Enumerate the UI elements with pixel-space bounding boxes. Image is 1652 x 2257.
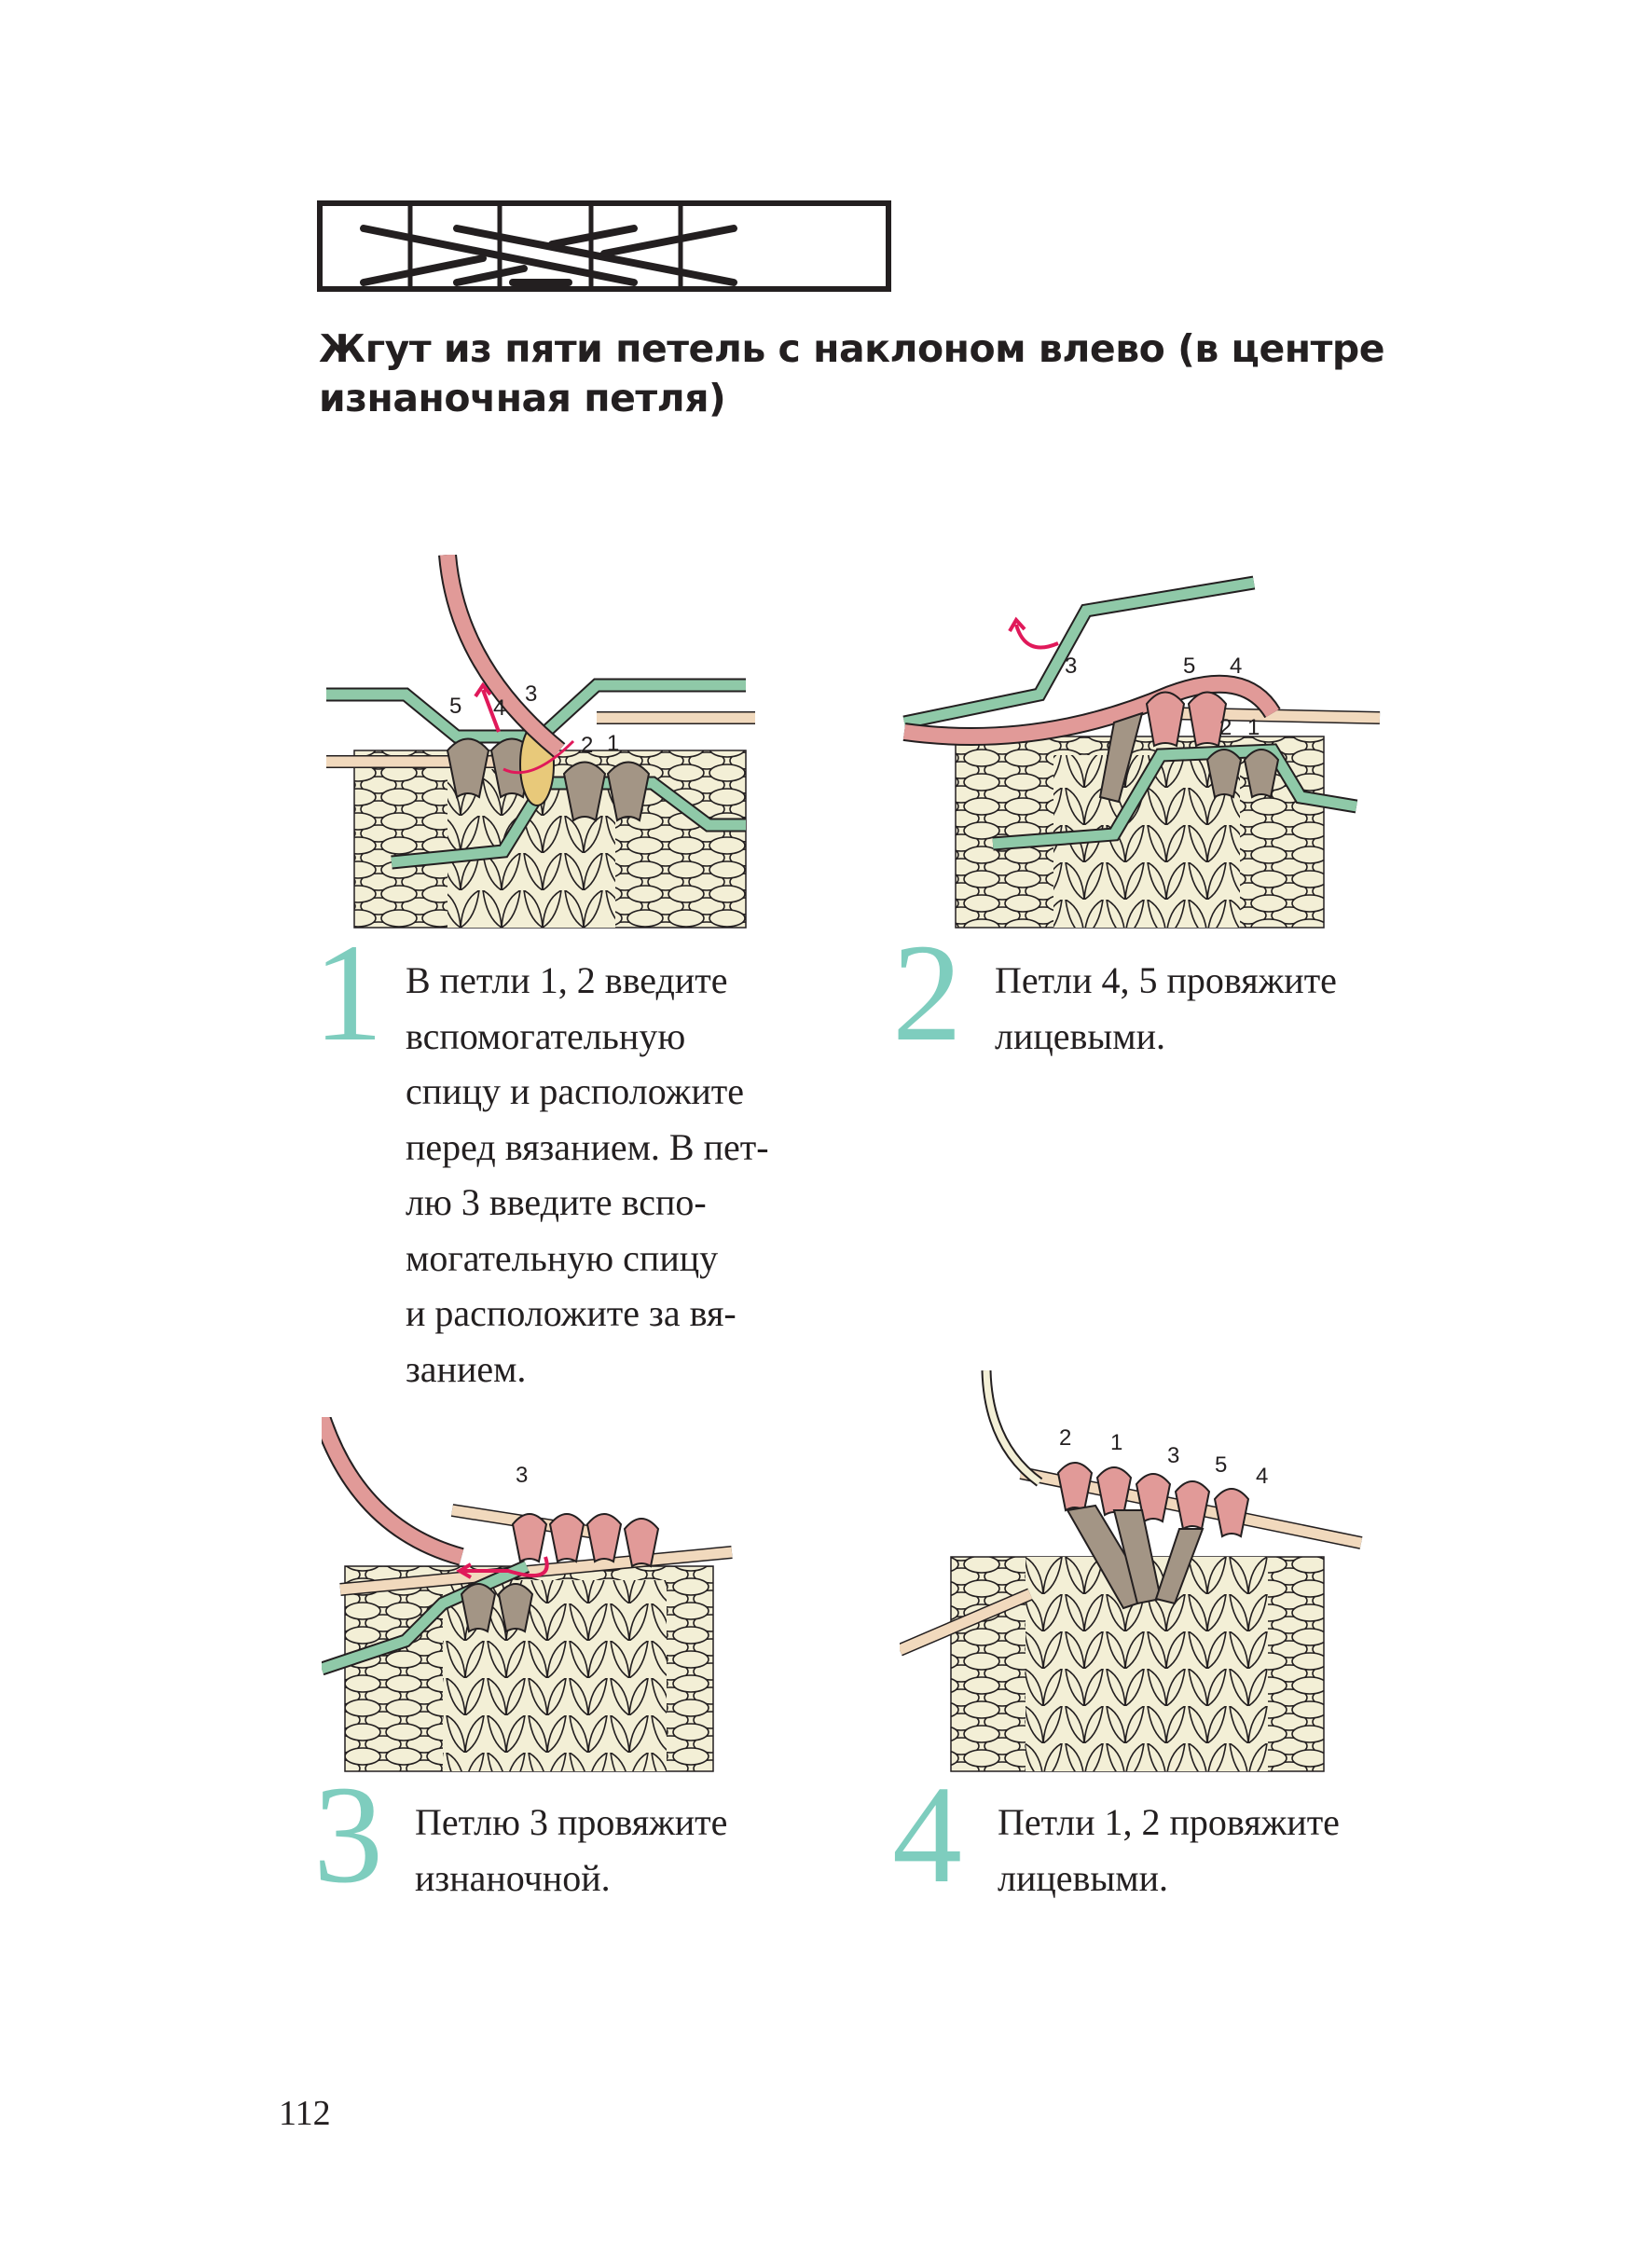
- step-number: 3: [313, 1757, 383, 1912]
- stitch-label: 4: [1256, 1464, 1268, 1489]
- cable-chart-symbol: [317, 200, 891, 292]
- step-3-text: Петлю 3 провяжите изнаночной.: [415, 1795, 727, 1906]
- stitch-label: 1: [1247, 715, 1260, 740]
- step-4-text: Петли 1, 2 провяжите лицевыми.: [998, 1795, 1340, 1906]
- step-2-text: Петли 4, 5 провяжите лицевыми.: [995, 953, 1337, 1064]
- text-line: Петлю 3 провяжите: [415, 1801, 728, 1843]
- step-number: 4: [892, 1757, 962, 1912]
- page-title: Жгут из пяти петель с наклоном влево (в …: [319, 324, 1385, 423]
- title-line: изнаночная петля): [319, 376, 726, 420]
- text-line: В петли 1, 2 введите: [406, 959, 728, 1001]
- text-line: занием.: [406, 1347, 527, 1390]
- text-line: лицевыми.: [998, 1856, 1169, 1899]
- stitch-label: 4: [1230, 654, 1242, 679]
- text-line: спицу и расположите: [406, 1070, 745, 1112]
- stitch-label: 5: [449, 694, 461, 719]
- stitch-label: 5: [1183, 654, 1195, 679]
- stitch-label: 2: [581, 733, 593, 758]
- text-line: перед вязанием. В пет-: [406, 1125, 769, 1168]
- step-1-text: В петли 1, 2 введите вспомогательную спи…: [406, 953, 769, 1397]
- text-line: и расположите за вя-: [406, 1292, 737, 1334]
- step-number: 2: [892, 915, 962, 1070]
- text-line: изнаночной.: [415, 1856, 611, 1899]
- stitch-label: 2: [1219, 715, 1232, 740]
- text-line: могательную спицу: [406, 1236, 719, 1279]
- text-line: вспомогательную: [406, 1014, 686, 1057]
- stitch-label: 3: [516, 1463, 528, 1488]
- text-line: Петли 1, 2 провяжите: [998, 1801, 1340, 1843]
- stitch-label: 5: [1215, 1452, 1227, 1478]
- title-line: Жгут из пяти петель с наклоном влево (в …: [319, 326, 1385, 371]
- stitch-label: 1: [607, 731, 619, 756]
- step-3-illustration: 3: [322, 1417, 733, 1772]
- step-1-illustration: 5 4 3 2 1: [326, 555, 755, 929]
- stitch-label: 3: [525, 681, 537, 707]
- step-4-illustration: 2 1 3 5 4: [900, 1370, 1363, 1772]
- page-number: 112: [279, 2094, 331, 2133]
- stitch-label: 2: [1059, 1425, 1071, 1451]
- step-number: 1: [313, 915, 383, 1070]
- stitch-label: 4: [493, 695, 505, 721]
- stitch-label: 1: [1110, 1430, 1122, 1455]
- text-line: Петли 4, 5 провяжите: [995, 959, 1337, 1001]
- stitch-label: 3: [1065, 654, 1077, 679]
- text-line: лю 3 введите вспо-: [406, 1181, 707, 1223]
- text-line: лицевыми.: [995, 1014, 1166, 1057]
- step-2-illustration: 3 5 4 2 1: [902, 575, 1381, 929]
- stitch-label: 3: [1167, 1443, 1179, 1468]
